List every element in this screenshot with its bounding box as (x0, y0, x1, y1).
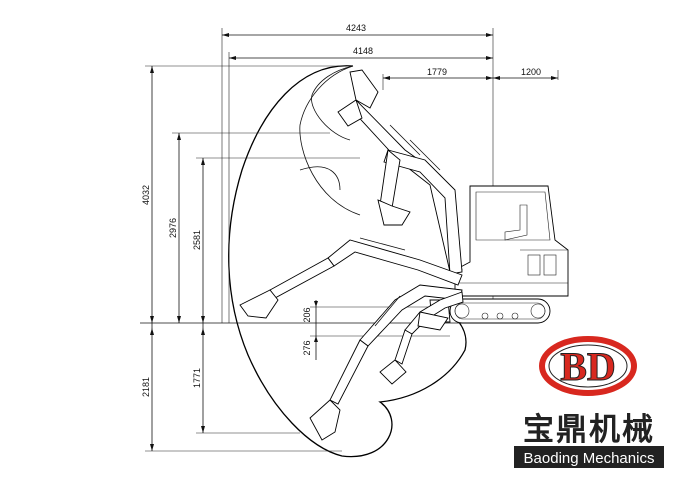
roller (496, 312, 504, 320)
sprocket-wheel (530, 303, 546, 319)
inner-envelope-arc (299, 65, 361, 216)
arrowhead (150, 328, 154, 335)
roller (481, 312, 489, 320)
dim-rear-offset: 1200 (521, 67, 541, 77)
upper-body (454, 185, 569, 297)
arrowhead (314, 336, 318, 342)
dim-blade-drop: 276 (302, 340, 312, 355)
dim-blade-lift: 206 (302, 307, 312, 322)
arrowhead (486, 56, 493, 60)
arrowhead (201, 426, 205, 433)
side-panel (527, 254, 541, 276)
arrowhead (201, 316, 205, 323)
dim-dump-height: 2581 (192, 230, 202, 250)
arrowhead (222, 33, 229, 37)
arrowhead (150, 316, 154, 323)
dim-dig-depth: 2181 (141, 377, 151, 397)
arrowhead (551, 76, 558, 80)
cab-window (475, 191, 551, 241)
working-range-envelope (228, 65, 467, 458)
dim-vertical-wall-depth: 1771 (192, 368, 202, 388)
dim-max-height: 4032 (141, 185, 151, 205)
arm-pose-dig-depth (309, 284, 463, 441)
inner-envelope-arc-2 (311, 65, 354, 141)
arm-pose-ground-reach (239, 237, 463, 319)
arrowhead (177, 316, 181, 323)
arm-pose-curl (379, 291, 464, 385)
logo-name-cn: 宝鼎机械 (523, 412, 655, 448)
roller (511, 312, 519, 320)
arrowhead (383, 76, 390, 80)
arrowhead (150, 444, 154, 451)
logo-name-en: Baoding Mechanics (524, 450, 655, 467)
logo-name-en-bar (514, 446, 664, 468)
brand-logo: BD 宝鼎机械 Baoding Mechanics (514, 336, 664, 468)
arrowhead (493, 76, 500, 80)
side-panel (543, 254, 557, 276)
dim-ground-reach: 4148 (353, 46, 373, 56)
arrowhead (201, 158, 205, 165)
dim-dump-height-max: 2976 (168, 218, 178, 238)
logo-initials: BD (560, 344, 616, 389)
arrowhead (314, 301, 318, 307)
arrowhead (486, 33, 493, 37)
arrowhead (201, 328, 205, 335)
dim-tail-to-center: 1779 (427, 67, 447, 77)
operator-seat (504, 204, 528, 241)
dim-overall-reach: 4243 (346, 23, 366, 33)
arm-pose-dump (377, 149, 463, 275)
arrowhead (150, 66, 154, 73)
dump-envelope-arc (299, 166, 341, 191)
arrowhead (229, 56, 236, 60)
idler-wheel (454, 303, 470, 319)
arrowhead (177, 133, 181, 140)
arrowhead (486, 76, 493, 80)
track (449, 298, 551, 324)
